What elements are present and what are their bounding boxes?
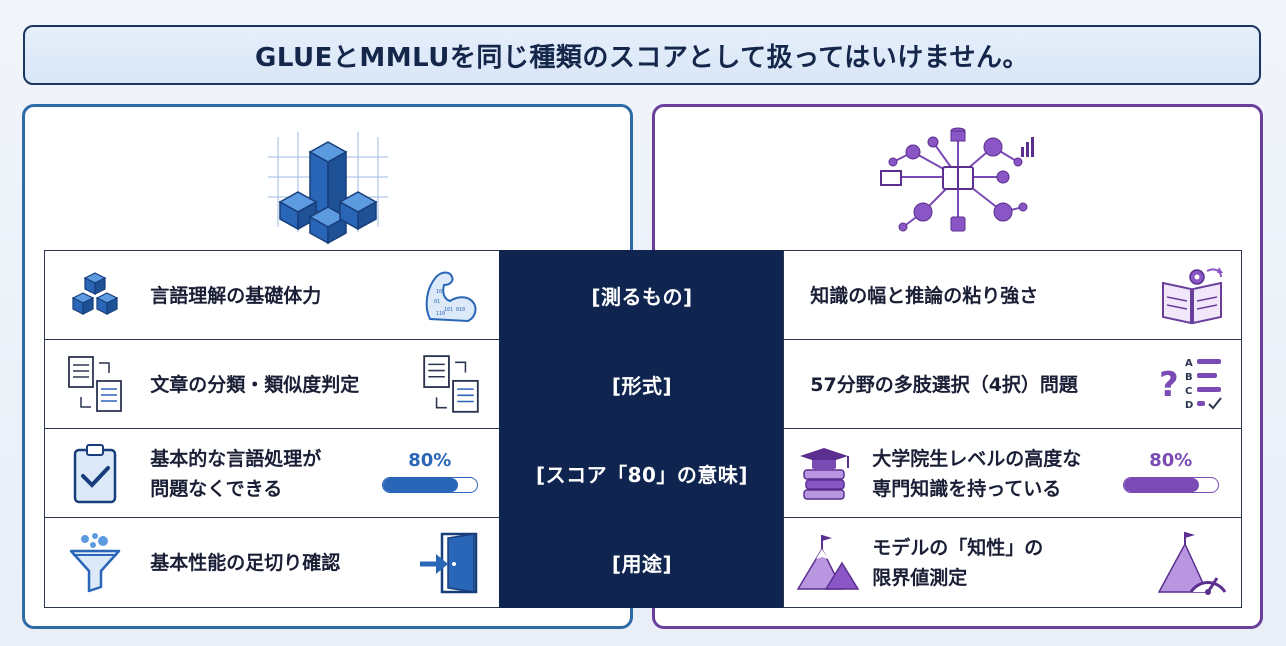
row-label-text: [スコア「80」の意味] [535, 463, 749, 487]
svg-text:A: A [1185, 358, 1193, 369]
glue-progress-label: 80% [408, 449, 452, 471]
mmlu-progress-label: 80% [1149, 449, 1193, 471]
svg-text:110: 110 [436, 311, 445, 317]
glue-format-text: 文章の分類・類似度判定 [150, 373, 360, 396]
svg-text:D: D [1185, 400, 1193, 411]
mmlu-score-text: 大学院生レベルの高度な 専門知識を持っている [872, 444, 1081, 504]
glue-score-text: 基本的な言語処理が 問題なくできる [150, 444, 321, 504]
svg-text:010: 010 [456, 307, 465, 313]
svg-text:01: 01 [434, 299, 440, 305]
mmlu-progress-track [1122, 476, 1219, 493]
clipboard-check-icon [74, 443, 117, 503]
svg-text:10: 10 [436, 289, 442, 295]
funnel-icon [70, 532, 121, 592]
cubes-icon [71, 271, 119, 315]
mmlu-measure-text: 知識の幅と推論の粘り強さ [810, 284, 1039, 307]
row-label-format: [形式] [499, 339, 785, 430]
glue-progress-fill [382, 477, 458, 492]
muscle-arm-icon: 10 01 101 010 110 [425, 271, 477, 322]
glue-usage-text: 基本性能の足切り確認 [150, 551, 341, 574]
mmlu-cell-measure: 知識の幅と推論の粘り強さ [783, 250, 1242, 341]
graduation-books-icon [800, 447, 850, 500]
glue-measure-text: 言語理解の基礎体力 [150, 284, 322, 307]
comparison-table: 言語理解の基礎体力 10 01 101 010 110 [測るもの] 知識の幅と推論の… [44, 250, 1242, 608]
glue-score-line2: 問題なくできる [150, 477, 283, 500]
row-label-text: [用途] [611, 552, 673, 576]
knowledge-network-icon [879, 127, 1034, 232]
glue-score-line1: 基本的な言語処理が [150, 447, 322, 470]
svg-text:101: 101 [444, 307, 453, 313]
mmlu-hero [655, 117, 1260, 247]
mmlu-usage-line1: モデルの「知性」の [872, 536, 1044, 559]
mountain-flag-icon [796, 534, 860, 590]
svg-text:C: C [1185, 386, 1192, 397]
mmlu-usage-text: モデルの「知性」の 限界値測定 [872, 533, 1043, 593]
mmlu-score-line1: 大学院生レベルの高度な [872, 447, 1082, 470]
row-label-text: [測るもの] [591, 285, 693, 309]
mountain-gauge-icon [1157, 531, 1227, 595]
documents-compare-icon [68, 355, 123, 412]
glue-cell-format: 文章の分類・類似度判定 [44, 339, 501, 430]
row-label-measure: [測るもの] [499, 250, 785, 341]
door-enter-icon [419, 532, 477, 593]
svg-text:B: B [1185, 372, 1193, 383]
mmlu-progress: 80% [1122, 449, 1219, 498]
book-gear-icon [1161, 266, 1223, 324]
mmlu-score-line2: 専門知識を持っている [872, 477, 1062, 500]
glue-cell-measure: 言語理解の基礎体力 10 01 101 010 110 [44, 250, 501, 341]
mmlu-cell-score: 大学院生レベルの高度な 専門知識を持っている 80% [783, 428, 1242, 519]
mmlu-progress-fill [1123, 477, 1199, 492]
glue-progress: 80% [381, 449, 478, 498]
row-label-usage: [用途] [499, 517, 785, 608]
block-tower-icon [267, 132, 388, 245]
glue-cell-usage: 基本性能の足切り確認 [44, 517, 501, 608]
svg-text:?: ? [1159, 365, 1179, 405]
glue-cell-score: 基本的な言語処理が 問題なくできる 80% [44, 428, 501, 519]
mmlu-cell-usage: モデルの「知性」の 限界値測定 [783, 517, 1242, 608]
mmlu-usage-line2: 限界値測定 [872, 566, 968, 589]
row-label-text: [形式] [611, 374, 673, 398]
glue-hero [25, 117, 630, 247]
title-banner: GLUEとMMLUを同じ種類のスコアとして扱ってはいけません。 [23, 25, 1261, 85]
mmlu-format-text: 57分野の多肢選択（4択）問題 [810, 373, 1078, 396]
documents-compare-icon [423, 354, 479, 413]
glue-progress-track [381, 476, 478, 493]
page-title: GLUEとMMLUを同じ種類のスコアとして扱ってはいけません。 [255, 42, 1029, 73]
row-label-score: [スコア「80」の意味] [499, 428, 785, 519]
